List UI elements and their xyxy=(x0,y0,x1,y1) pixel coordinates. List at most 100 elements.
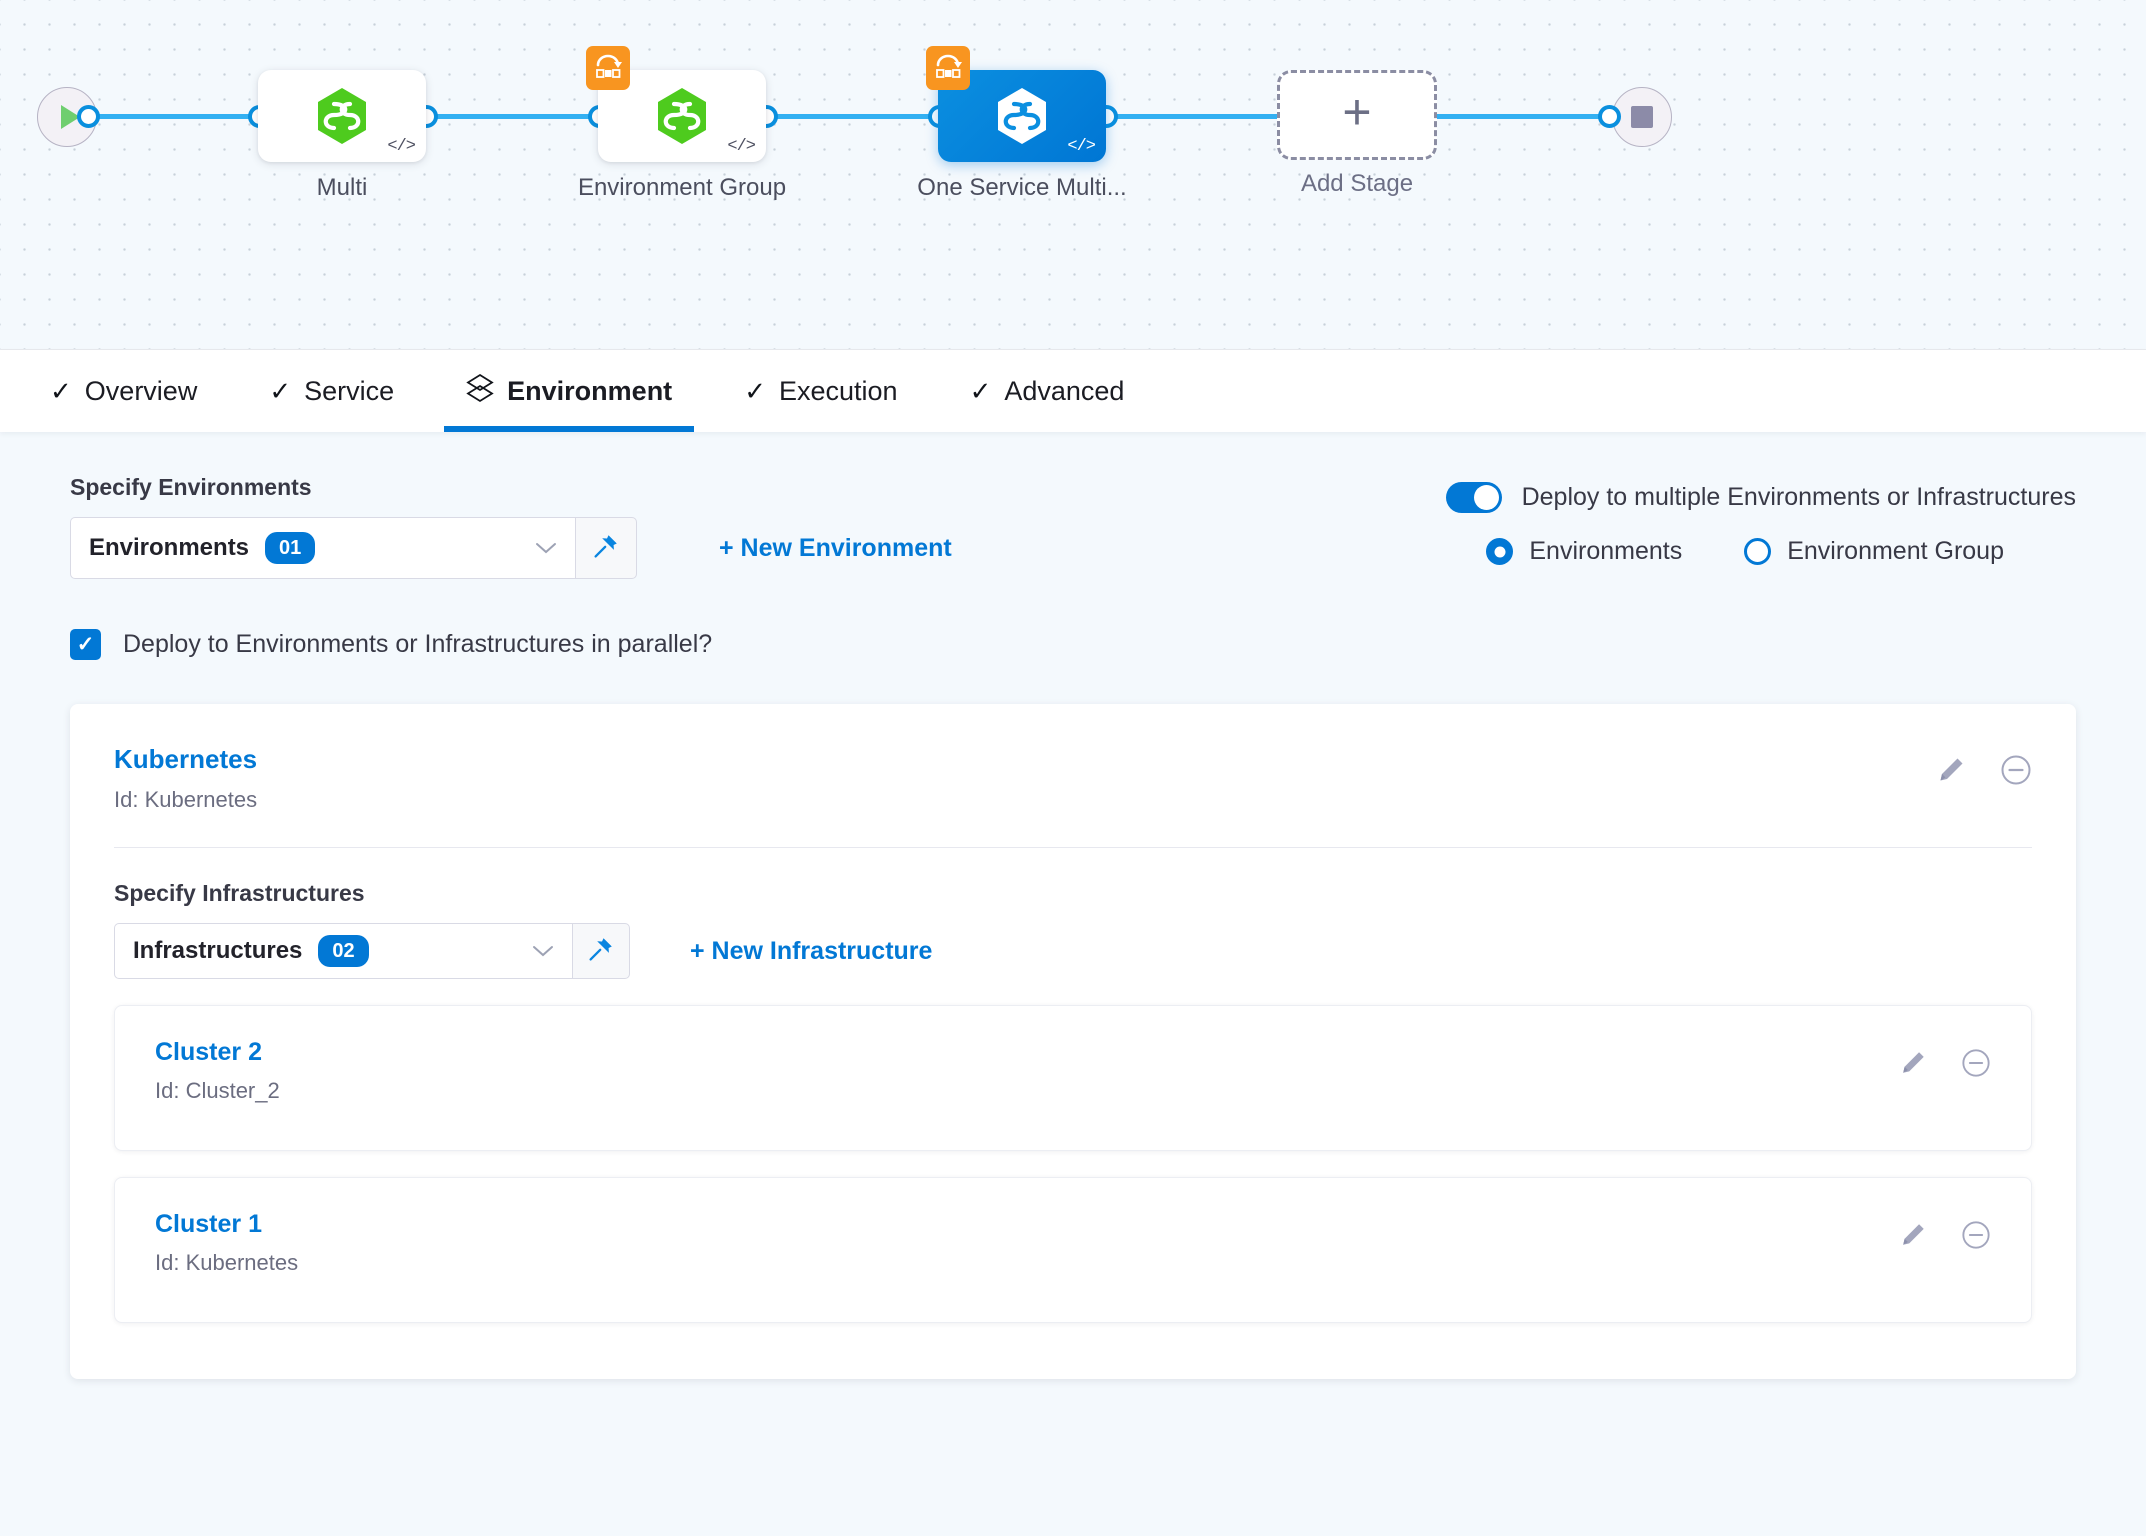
connector-start-to-multi xyxy=(85,114,270,119)
harness-hexagon-icon xyxy=(998,88,1046,144)
remove-environment-button[interactable] xyxy=(2000,754,2032,786)
stage-node-environment-group[interactable]: </> xyxy=(586,46,766,162)
port-start-out[interactable] xyxy=(77,105,100,128)
radio-option-environments[interactable]: Environments xyxy=(1486,537,1682,566)
pin-infrastructures-button[interactable] xyxy=(572,923,630,979)
specify-environments-label: Specify Environments xyxy=(70,474,312,500)
check-icon: ✓ xyxy=(76,633,95,656)
tab-label: Execution xyxy=(778,375,898,406)
remove-infrastructure-button[interactable] xyxy=(1961,1220,1991,1250)
radio-indicator xyxy=(1486,538,1514,565)
environment-card: Kubernetes Id: Kubernetes xyxy=(70,704,2076,1379)
tab-label: Environment xyxy=(507,375,673,406)
new-environment-link[interactable]: + New Environment xyxy=(719,533,952,562)
stage-node-one-service-multi[interactable]: </> xyxy=(926,46,1106,162)
pencil-icon xyxy=(1903,1224,1924,1245)
minus-circle-icon xyxy=(1962,1049,1990,1077)
stage-label-one-service-multi: One Service Multi... xyxy=(917,174,1127,201)
environments-count-badge: 01 xyxy=(265,532,316,564)
connector-envgroup-to-oneservice xyxy=(618,114,958,119)
infrastructure-name[interactable]: Cluster 2 xyxy=(155,1038,262,1066)
radio-option-environment-group[interactable]: Environment Group xyxy=(1744,537,2004,566)
stage-config-tabs: ✓ Overview ✓ Service Environment ✓ Execu… xyxy=(0,350,2146,432)
check-icon: ✓ xyxy=(744,376,766,406)
infrastructure-id: Id: Kubernetes xyxy=(155,1250,299,1275)
radio-label: Environment Group xyxy=(1787,537,2004,565)
edit-environment-button[interactable] xyxy=(1936,755,1966,785)
layers-icon xyxy=(466,373,494,410)
pipeline-end-node[interactable] xyxy=(1612,87,1672,147)
chevron-down-icon xyxy=(535,535,557,561)
stage-code-tag[interactable]: </> xyxy=(387,137,416,156)
pin-icon xyxy=(588,936,614,967)
multi-deploy-badge-icon xyxy=(926,46,970,90)
tab-label: Advanced xyxy=(1004,375,1125,406)
edit-infrastructure-button[interactable] xyxy=(1899,1221,1927,1249)
infrastructures-count-badge: 02 xyxy=(318,935,369,967)
stage-node-multi[interactable]: </> xyxy=(258,70,426,162)
harness-hexagon-icon xyxy=(658,88,706,144)
infrastructure-row: Cluster 2 Id: Cluster_2 xyxy=(114,1005,2032,1151)
tab-environment[interactable]: Environment xyxy=(444,350,695,432)
minus-circle-icon xyxy=(2001,755,2031,785)
specify-infrastructures-group: Specify Infrastructures Infrastructures … xyxy=(114,848,2032,1323)
tab-label: Service xyxy=(304,375,395,406)
deploy-multiple-label: Deploy to multiple Environments or Infra… xyxy=(1521,483,2076,511)
pin-icon xyxy=(593,533,619,564)
check-icon: ✓ xyxy=(50,376,72,406)
connector-multi-to-envgroup xyxy=(278,114,618,119)
pencil-icon xyxy=(1940,758,1963,781)
add-stage-label: Add Stage xyxy=(1300,170,1414,197)
infrastructures-select-value: Infrastructures xyxy=(133,937,303,964)
deploy-multiple-toggle[interactable] xyxy=(1445,482,1502,513)
tab-advanced[interactable]: ✓ Advanced xyxy=(948,350,1147,432)
harness-hexagon-icon xyxy=(318,88,366,144)
parallel-deploy-row[interactable]: ✓ Deploy to Environments or Infrastructu… xyxy=(70,629,2076,660)
deploy-options-group: Deploy to multiple Environments or Infra… xyxy=(1445,474,2076,579)
specify-infrastructures-label: Specify Infrastructures xyxy=(114,880,365,906)
pipeline-canvas[interactable]: </> Multi </> Environment Group xyxy=(0,0,2146,350)
new-infrastructure-link[interactable]: + New Infrastructure xyxy=(690,936,933,965)
environment-entry-id: Id: Kubernetes xyxy=(114,787,258,812)
multi-deploy-badge-icon xyxy=(586,46,630,90)
infrastructure-name[interactable]: Cluster 1 xyxy=(155,1210,262,1238)
stage-label-environment-group: Environment Group xyxy=(577,174,787,201)
connector-addstage-to-end xyxy=(1437,114,1627,119)
stage-code-tag[interactable]: </> xyxy=(1067,137,1096,156)
stage-label-multi: Multi xyxy=(316,174,368,201)
check-icon: ✓ xyxy=(969,376,992,406)
tab-service[interactable]: ✓ Service xyxy=(247,350,416,432)
check-icon: ✓ xyxy=(269,376,292,406)
parallel-deploy-label: Deploy to Environments or Infrastructure… xyxy=(123,630,713,658)
tab-overview[interactable]: ✓ Overview xyxy=(28,350,219,432)
environments-select-value: Environments xyxy=(89,534,250,561)
specify-environments-group: Specify Environments Environments 01 xyxy=(70,474,952,579)
play-icon xyxy=(60,105,80,129)
plus-icon: + xyxy=(1342,84,1372,140)
environment-entry-header: Kubernetes Id: Kubernetes xyxy=(114,744,2032,813)
stop-icon xyxy=(1631,106,1653,128)
toggle-knob xyxy=(1473,485,1499,510)
tab-execution[interactable]: ✓ Execution xyxy=(722,350,919,432)
infrastructure-id: Id: Cluster_2 xyxy=(155,1078,280,1103)
environment-tab-panel: Specify Environments Environments 01 xyxy=(0,432,2146,1379)
minus-circle-icon xyxy=(1962,1221,1990,1249)
radio-indicator xyxy=(1744,538,1772,565)
infrastructure-row: Cluster 1 Id: Kubernetes xyxy=(114,1177,2032,1323)
pin-environments-button[interactable] xyxy=(575,517,637,579)
radio-label: Environments xyxy=(1529,537,1683,565)
chevron-down-icon xyxy=(532,938,554,964)
port-end-in[interactable] xyxy=(1598,105,1621,128)
environment-entry-name[interactable]: Kubernetes xyxy=(114,744,258,774)
pencil-icon xyxy=(1903,1052,1924,1073)
remove-infrastructure-button[interactable] xyxy=(1961,1048,1991,1078)
infrastructures-select[interactable]: Infrastructures 02 xyxy=(114,923,572,979)
parallel-deploy-checkbox[interactable]: ✓ xyxy=(70,629,101,660)
connector-oneservice-to-addstage xyxy=(1098,114,1280,119)
stage-code-tag[interactable]: </> xyxy=(727,137,756,156)
environments-select[interactable]: Environments 01 xyxy=(70,517,575,579)
card-divider xyxy=(114,847,2032,848)
tab-label: Overview xyxy=(84,375,198,406)
edit-infrastructure-button[interactable] xyxy=(1899,1049,1927,1077)
add-stage-button[interactable]: + xyxy=(1277,70,1437,160)
